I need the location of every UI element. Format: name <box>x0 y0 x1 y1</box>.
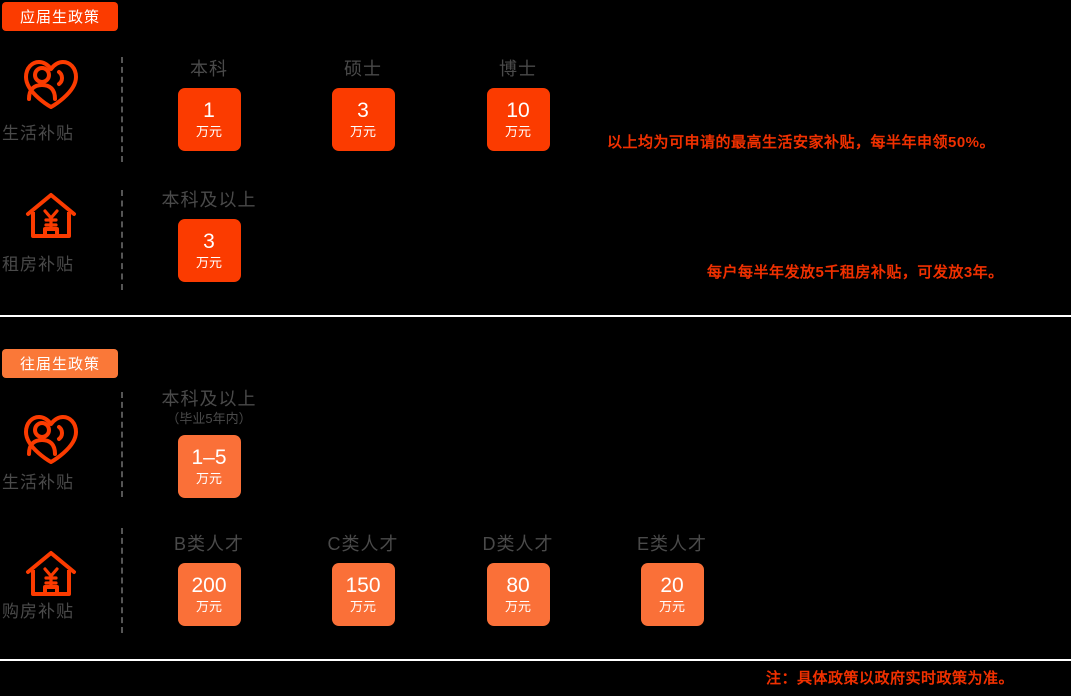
amount-value: 3 <box>203 230 215 253</box>
amount-card: 150 万元 <box>331 563 395 626</box>
amount-unit: 万元 <box>195 255 222 270</box>
column-talent-e: E类人才 20 万元 <box>602 533 742 626</box>
amount-card: 1–5 万元 <box>177 435 241 498</box>
row-label-living-allowance-former: 生活补贴 <box>2 473 74 492</box>
amount-value: 10 <box>506 99 530 122</box>
amount-unit: 万元 <box>658 599 685 614</box>
column-master: 硕士 3 万元 <box>293 58 433 151</box>
column-title: E类人才 <box>636 534 707 554</box>
note-rent-subsidy: 每户每半年发放5千租房补贴，可发放3年。 <box>707 264 1004 281</box>
amount-value: 1–5 <box>191 446 227 469</box>
amount-value: 80 <box>506 574 530 597</box>
column-talent-b: B类人才 200 万元 <box>139 533 279 626</box>
person-in-heart-icon <box>18 410 84 466</box>
amount-unit: 万元 <box>349 124 376 139</box>
column-doctor: 博士 10 万元 <box>448 58 588 151</box>
row-divider-dashed <box>121 392 123 497</box>
column-talent-c: C类人才 150 万元 <box>293 533 433 626</box>
column-talent-d: D类人才 80 万元 <box>448 533 588 626</box>
amount-card: 3 万元 <box>331 88 395 151</box>
amount-value: 20 <box>660 574 684 597</box>
column-bachelor-and-above-rent: 本科及以上 3 万元 <box>139 189 279 282</box>
section-divider-top <box>0 315 1071 317</box>
column-title: C类人才 <box>327 534 399 554</box>
note-living-allowance-fresh: 以上均为可申请的最高生活安家补贴，每半年申领50%。 <box>607 134 996 151</box>
amount-card: 10 万元 <box>486 88 550 151</box>
amount-card: 1 万元 <box>177 88 241 151</box>
section-badge-fresh-graduate: 应届生政策 <box>2 2 118 31</box>
column-title: 博士 <box>499 59 537 79</box>
column-title: 本科 <box>190 59 228 79</box>
column-bachelor-and-above-within5y: 本科及以上 （毕业5年内） 1–5 万元 <box>139 388 279 498</box>
row-label-rent-subsidy: 租房补贴 <box>2 255 74 274</box>
amount-unit: 万元 <box>349 599 376 614</box>
person-in-heart-icon <box>18 55 84 111</box>
amount-value: 1 <box>203 99 215 122</box>
column-title: D类人才 <box>482 534 554 554</box>
amount-unit: 万元 <box>195 124 222 139</box>
column-title: 硕士 <box>344 59 382 79</box>
amount-value: 150 <box>345 574 381 597</box>
amount-card: 80 万元 <box>486 563 550 626</box>
amount-card: 20 万元 <box>640 563 704 626</box>
row-label-home-purchase-subsidy: 购房补贴 <box>2 602 74 621</box>
house-yuan-icon <box>18 188 84 244</box>
amount-unit: 万元 <box>195 471 222 486</box>
column-title: 本科及以上 <box>161 190 257 210</box>
house-yuan-icon <box>18 546 84 602</box>
section-divider-bottom <box>0 659 1071 661</box>
column-title: B类人才 <box>173 534 244 554</box>
column-title: 本科及以上 <box>161 389 257 409</box>
row-divider-dashed <box>121 528 123 633</box>
row-label-living-allowance-fresh: 生活补贴 <box>2 124 74 143</box>
amount-value: 200 <box>191 574 227 597</box>
amount-unit: 万元 <box>195 599 222 614</box>
section-badge-former-graduate: 往届生政策 <box>2 349 118 378</box>
footer-note: 注：具体政策以政府实时政策为准。 <box>766 670 1015 687</box>
row-divider-dashed <box>121 57 123 162</box>
amount-card: 200 万元 <box>177 563 241 626</box>
column-subtitle: （毕业5年内） <box>166 411 252 426</box>
amount-card: 3 万元 <box>177 219 241 282</box>
amount-value: 3 <box>357 99 369 122</box>
amount-unit: 万元 <box>504 124 531 139</box>
amount-unit: 万元 <box>504 599 531 614</box>
column-bachelor: 本科 1 万元 <box>139 58 279 151</box>
row-divider-dashed <box>121 190 123 290</box>
